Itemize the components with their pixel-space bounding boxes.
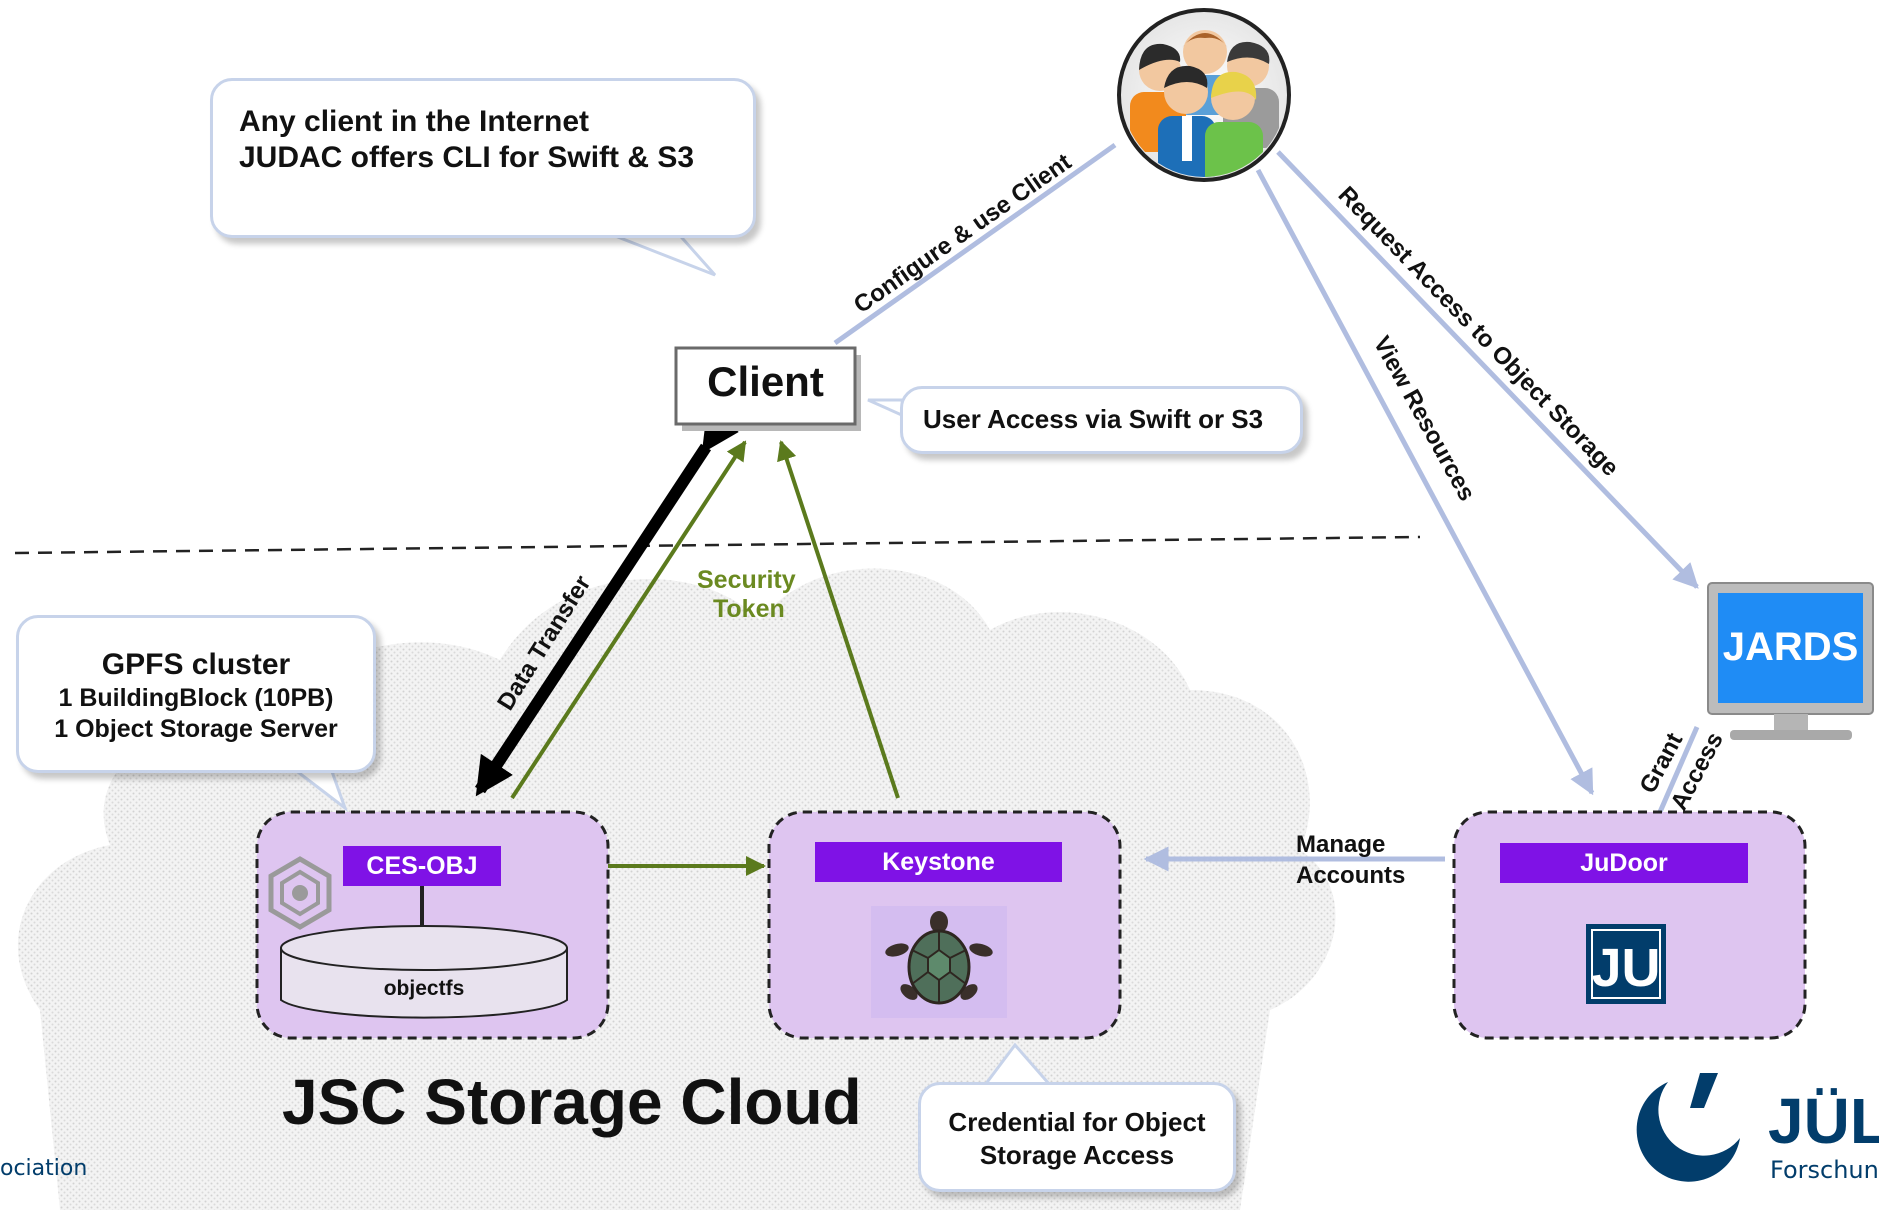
cloud-title: JSC Storage Cloud bbox=[282, 1066, 862, 1138]
gpfs-callout: GPFS cluster 1 BuildingBlock (10PB) 1 Ob… bbox=[16, 615, 376, 773]
grant-access-edge bbox=[1657, 726, 1700, 813]
credential-callout: Credential for Object Storage Access bbox=[918, 1082, 1236, 1192]
juelich-logo-subtext: Forschun bbox=[1770, 1156, 1879, 1184]
juelich-logo-icon: JÜL Forschun bbox=[1636, 1073, 1879, 1184]
network-boundary-line bbox=[14, 535, 1421, 555]
configure-label: Configure & use Client bbox=[849, 148, 1076, 318]
keystone-tag: Keystone bbox=[815, 842, 1062, 882]
manage-accounts-label-1: Manage bbox=[1296, 831, 1386, 858]
hexagon-icon bbox=[268, 856, 332, 930]
juelich-logo-text: JÜL bbox=[1768, 1085, 1879, 1157]
manage-accounts-label-2: Accounts bbox=[1296, 862, 1406, 889]
svg-text:JU: JU bbox=[1591, 938, 1660, 998]
turtle-icon bbox=[885, 911, 993, 1005]
view-resources-edge bbox=[1255, 168, 1595, 796]
footer-left-text: ociation bbox=[0, 1156, 88, 1181]
request-access-edge bbox=[1276, 150, 1699, 589]
ces-obj-tag: CES-OBJ bbox=[343, 846, 501, 886]
internet-callout: Any client in the Internet JUDAC offers … bbox=[210, 78, 756, 238]
gpfs-callout-line1: 1 BuildingBlock (10PB) bbox=[58, 684, 334, 712]
security-token-label-1: Security bbox=[697, 566, 796, 594]
configure-edge bbox=[833, 142, 1117, 346]
security-token-arrow-2 bbox=[777, 440, 900, 799]
security-token-arrow-1 bbox=[510, 440, 747, 800]
client-label: Client bbox=[707, 358, 824, 405]
user-access-callout: User Access via Swift or S3 bbox=[900, 386, 1303, 454]
internet-callout-line1: Any client in the Internet bbox=[239, 105, 590, 138]
monitor-icon bbox=[1707, 582, 1874, 740]
security-token-label-2: Token bbox=[713, 595, 785, 623]
jards-label: JARDS bbox=[1722, 625, 1859, 669]
judoor-tag: JuDoor bbox=[1500, 843, 1748, 883]
objectfs-cylinder bbox=[280, 925, 568, 1019]
gpfs-callout-title: GPFS cluster bbox=[101, 648, 291, 681]
credential-callout-line2: Storage Access bbox=[979, 1140, 1175, 1170]
users-group-icon bbox=[1117, 8, 1291, 182]
ju-logo-icon: JU bbox=[1586, 924, 1666, 1004]
credential-callout-line1: Credential for Object bbox=[948, 1107, 1206, 1137]
gpfs-callout-line2: 1 Object Storage Server bbox=[54, 715, 338, 743]
user-access-callout-text: User Access via Swift or S3 bbox=[923, 404, 1264, 434]
client-box bbox=[674, 346, 857, 426]
request-access-label: Request Access to Object Storage bbox=[1333, 181, 1624, 481]
user-access-callout-tail bbox=[867, 398, 906, 419]
objectfs-label: objectfs bbox=[383, 977, 465, 1000]
internet-callout-line2: JUDAC offers CLI for Swift & S3 bbox=[239, 141, 695, 174]
data-transfer-arrow bbox=[474, 410, 739, 797]
